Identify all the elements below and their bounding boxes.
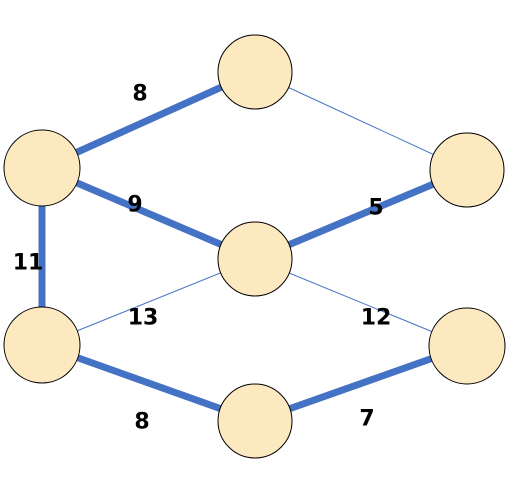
edge-left-upper-center — [40, 164, 257, 263]
node-bottom — [217, 383, 293, 459]
weight-labels: 8 9 5 11 13 12 8 7 — [13, 82, 392, 435]
weight-label-left-lower-bottom: 8 — [134, 410, 149, 435]
nodes — [3, 34, 506, 459]
weight-label-left-upper-left-lower: 11 — [13, 251, 44, 276]
weight-label-top-left-upper: 8 — [132, 82, 147, 107]
node-center — [217, 221, 293, 297]
edge-top-right-upper — [254, 71, 468, 171]
node-top — [217, 34, 293, 110]
node-right-upper — [429, 132, 505, 208]
weight-label-center-left-lower: 13 — [128, 306, 159, 331]
weight-label-center-right-lower: 12 — [361, 306, 392, 331]
node-left-lower — [3, 306, 81, 384]
weight-label-center-right-upper: 5 — [368, 196, 383, 221]
node-left-upper — [3, 129, 81, 207]
weight-label-left-upper-center: 9 — [127, 193, 142, 218]
edge-top-left-upper — [40, 68, 257, 172]
weight-label-bottom-right-lower: 7 — [359, 407, 374, 432]
edge-center-right-upper — [253, 166, 469, 263]
node-right-lower — [428, 307, 506, 385]
